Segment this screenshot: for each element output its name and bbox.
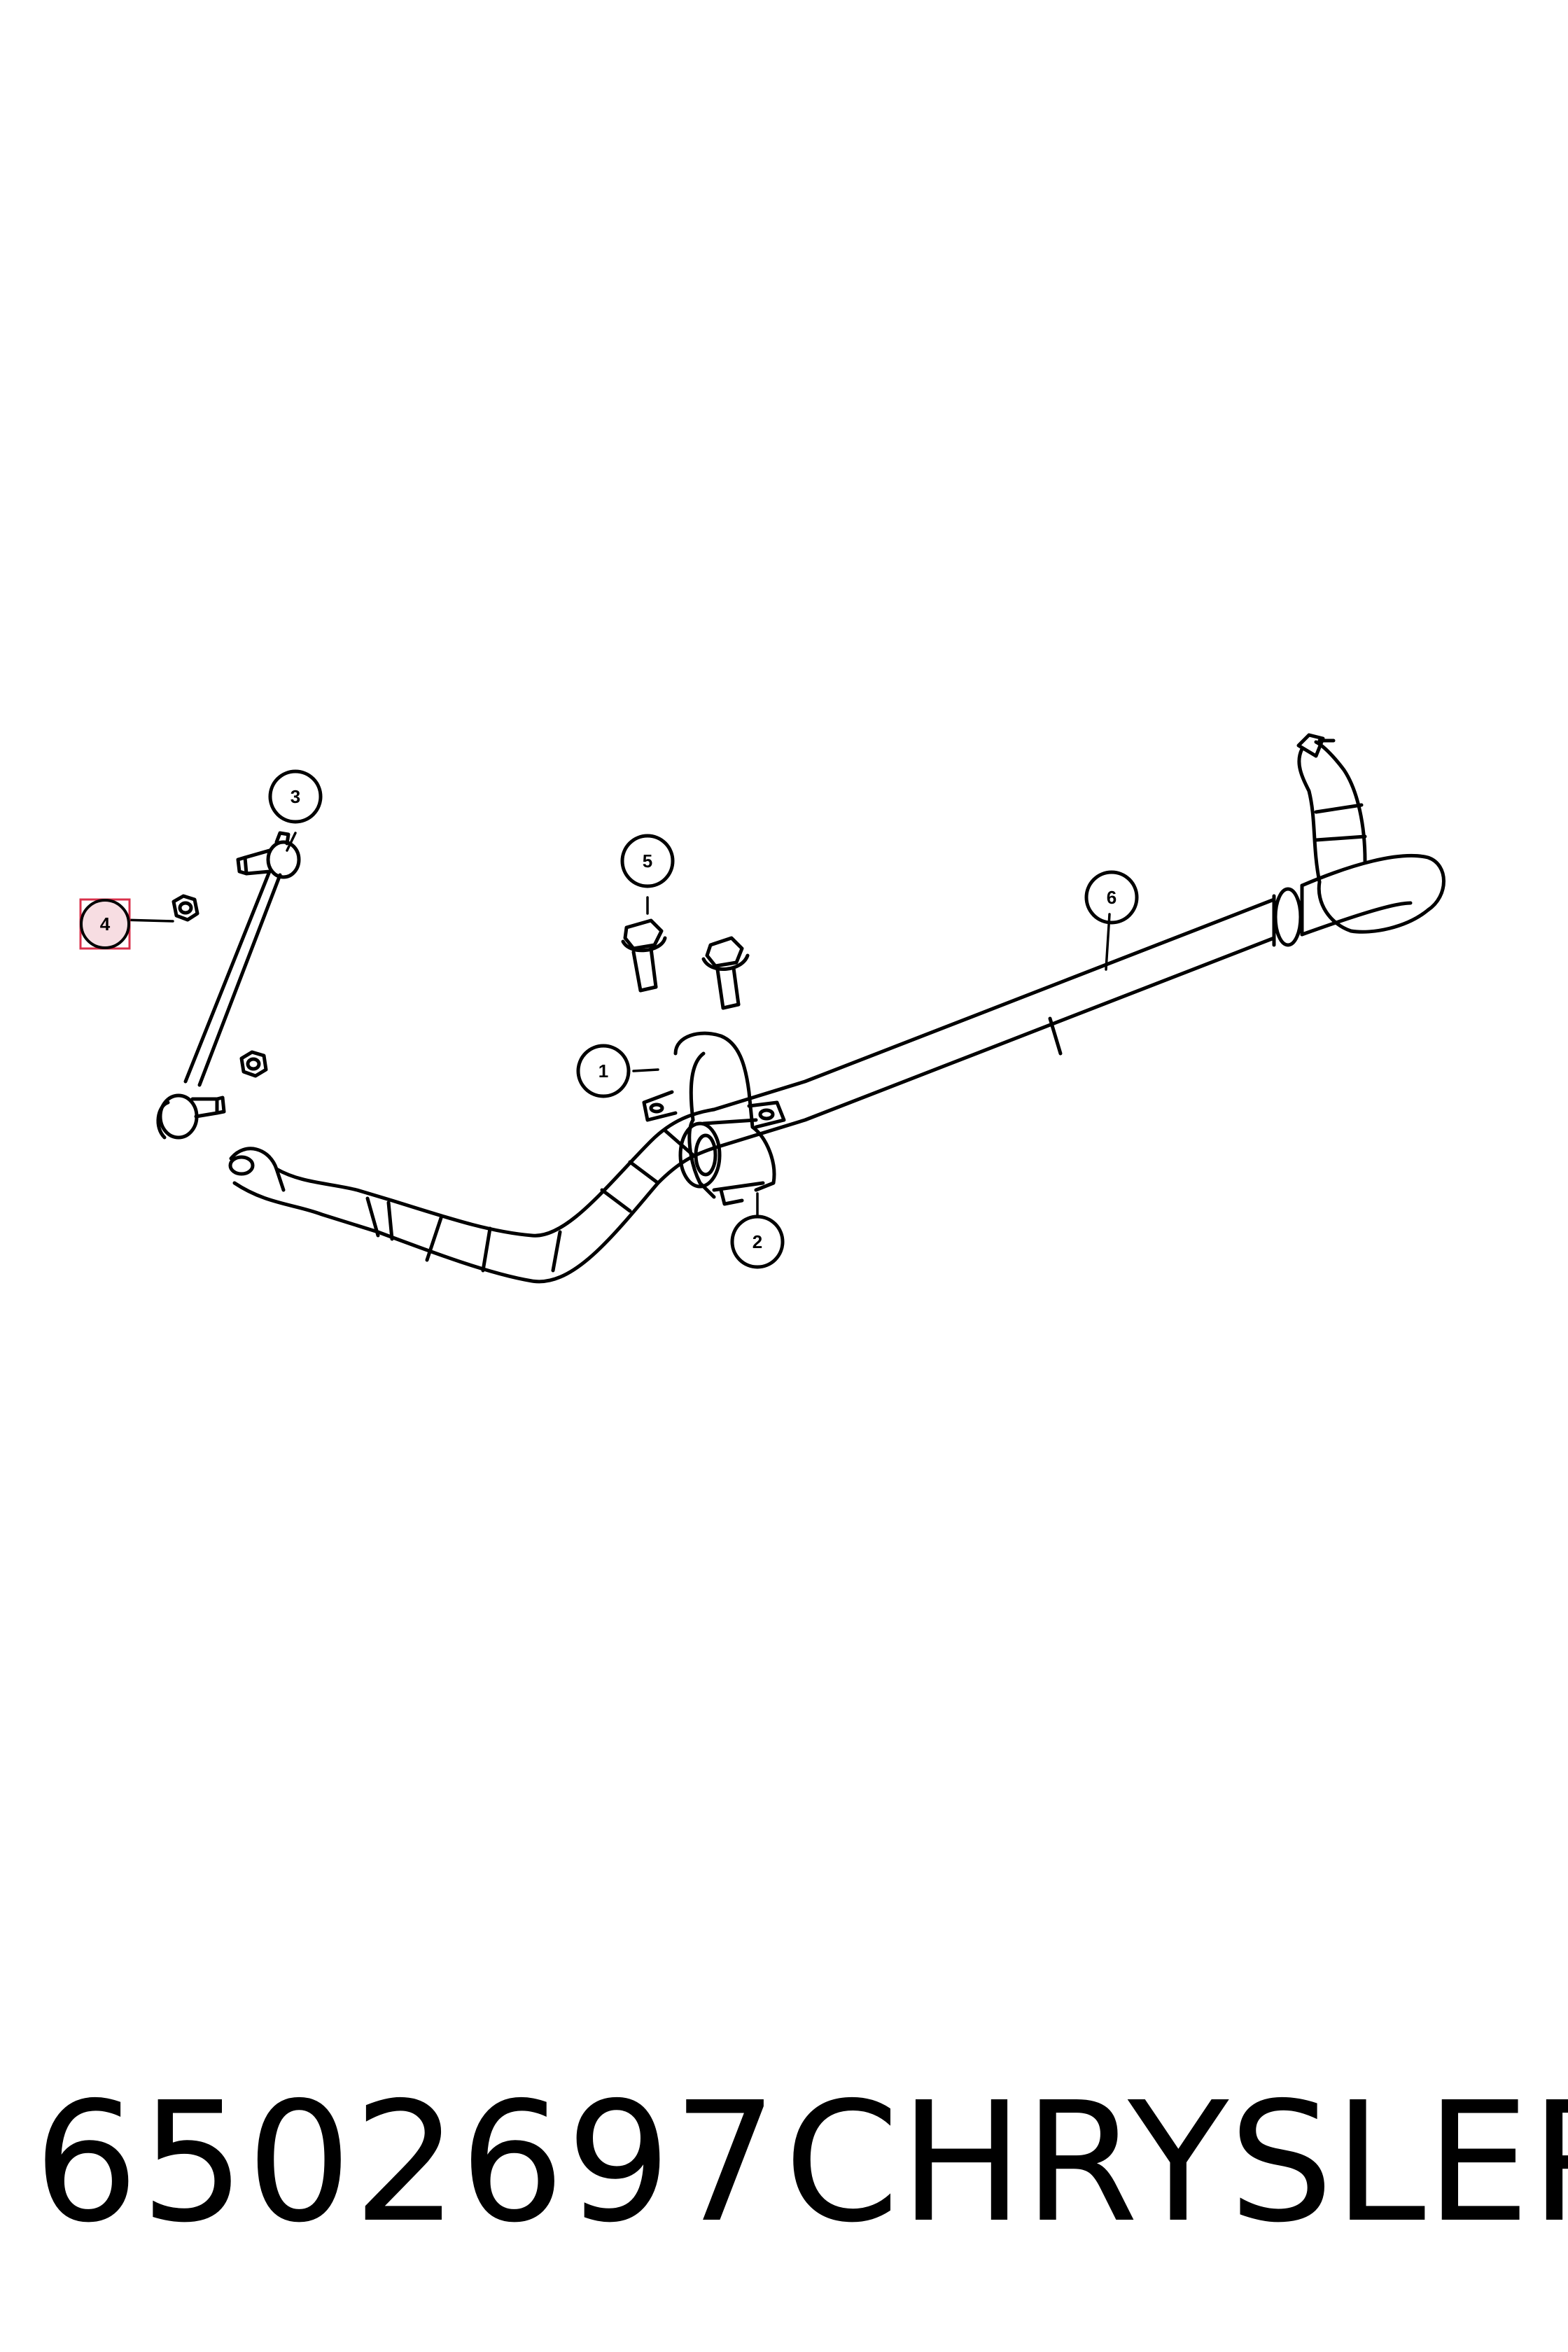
part-number: 6502697 — [34, 2066, 780, 2259]
callout-4-circle — [80, 899, 130, 949]
callout-3[interactable] — [268, 769, 323, 824]
callout-label-2: 2 — [752, 1231, 762, 1252]
callout-4[interactable] — [79, 898, 131, 950]
footer: 6502697 CHRYSLER — [0, 2072, 1568, 2254]
callout-1[interactable] — [576, 1044, 631, 1098]
stabilizer-bar — [228, 733, 1446, 1284]
callout-6[interactable] — [1084, 870, 1139, 925]
callout-label-4: 4 — [100, 913, 111, 934]
bracket-bolt-left — [621, 918, 667, 993]
link-nut-lower — [239, 1050, 268, 1078]
callout-label-5: 5 — [643, 850, 652, 872]
bushing-bracket — [642, 1031, 786, 1129]
stabilizer-link — [156, 831, 301, 1140]
callout-label-1: 1 — [598, 1060, 608, 1082]
callout-label-6: 6 — [1107, 887, 1116, 908]
callout-5[interactable] — [620, 834, 675, 888]
callout-label-3: 3 — [290, 786, 300, 807]
callout-2[interactable] — [730, 1214, 785, 1269]
brand-name: CHRYSLER — [784, 2066, 1568, 2259]
stabilizer-bushing — [678, 1118, 776, 1206]
bracket-bolt-right — [701, 936, 750, 1010]
link-nut-upper — [172, 894, 200, 922]
